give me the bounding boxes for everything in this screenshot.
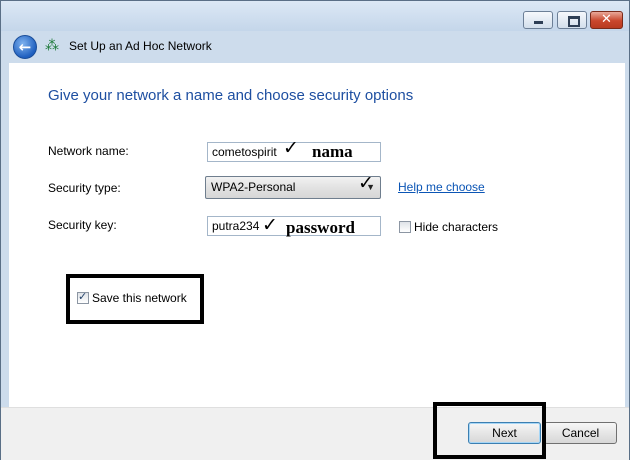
help-me-choose-link[interactable]: Help me choose: [398, 180, 485, 194]
security-key-value: putra234: [212, 219, 260, 233]
title-bar: ✕: [1, 1, 629, 31]
security-type-value: WPA2-Personal: [211, 180, 296, 194]
maximize-icon: [568, 16, 580, 27]
save-network-label[interactable]: Save this network: [92, 291, 187, 305]
security-type-label: Security type:: [48, 181, 121, 195]
network-name-value: cometospirit: [212, 145, 277, 159]
maximize-button[interactable]: [557, 11, 587, 29]
ad-hoc-network-icon: ⁂: [45, 38, 59, 54]
cancel-button[interactable]: Cancel: [544, 422, 617, 444]
annotation-highlight-save: [66, 274, 204, 324]
content-area: Give your network a name and choose secu…: [9, 63, 625, 407]
hide-characters-label[interactable]: Hide characters: [414, 220, 499, 234]
minimize-icon: [534, 21, 543, 24]
annotation-check-key: ✓: [262, 214, 278, 236]
network-name-label: Network name:: [48, 144, 129, 158]
wizard-title: Set Up an Ad Hoc Network: [69, 39, 212, 53]
security-key-label: Security key:: [48, 218, 117, 232]
back-arrow-icon: ←: [18, 38, 32, 56]
security-key-field[interactable]: putra234: [207, 216, 381, 236]
hide-characters-checkbox[interactable]: [399, 221, 411, 233]
network-name-field[interactable]: cometospirit: [207, 142, 381, 162]
annotation-highlight-next: [433, 402, 546, 459]
annotation-name-note: nama: [312, 142, 353, 161]
save-network-checkbox[interactable]: ✓: [77, 290, 89, 304]
chevron-down-icon: ▼: [366, 182, 375, 192]
annotation-check-name: ✓: [283, 137, 299, 159]
close-icon: ✕: [601, 12, 612, 27]
security-type-dropdown[interactable]: WPA2-Personal ▼: [205, 176, 381, 199]
button-bar: Next Cancel: [1, 407, 629, 460]
annotation-check-type: ✓: [358, 172, 374, 194]
back-button[interactable]: ←: [13, 35, 37, 59]
minimize-button[interactable]: [523, 11, 553, 29]
next-button[interactable]: Next: [468, 422, 541, 444]
page-heading: Give your network a name and choose secu…: [48, 87, 414, 104]
annotation-key-note: password: [286, 218, 355, 237]
close-button[interactable]: ✕: [590, 11, 623, 29]
checkmark-icon: ✓: [78, 290, 88, 303]
